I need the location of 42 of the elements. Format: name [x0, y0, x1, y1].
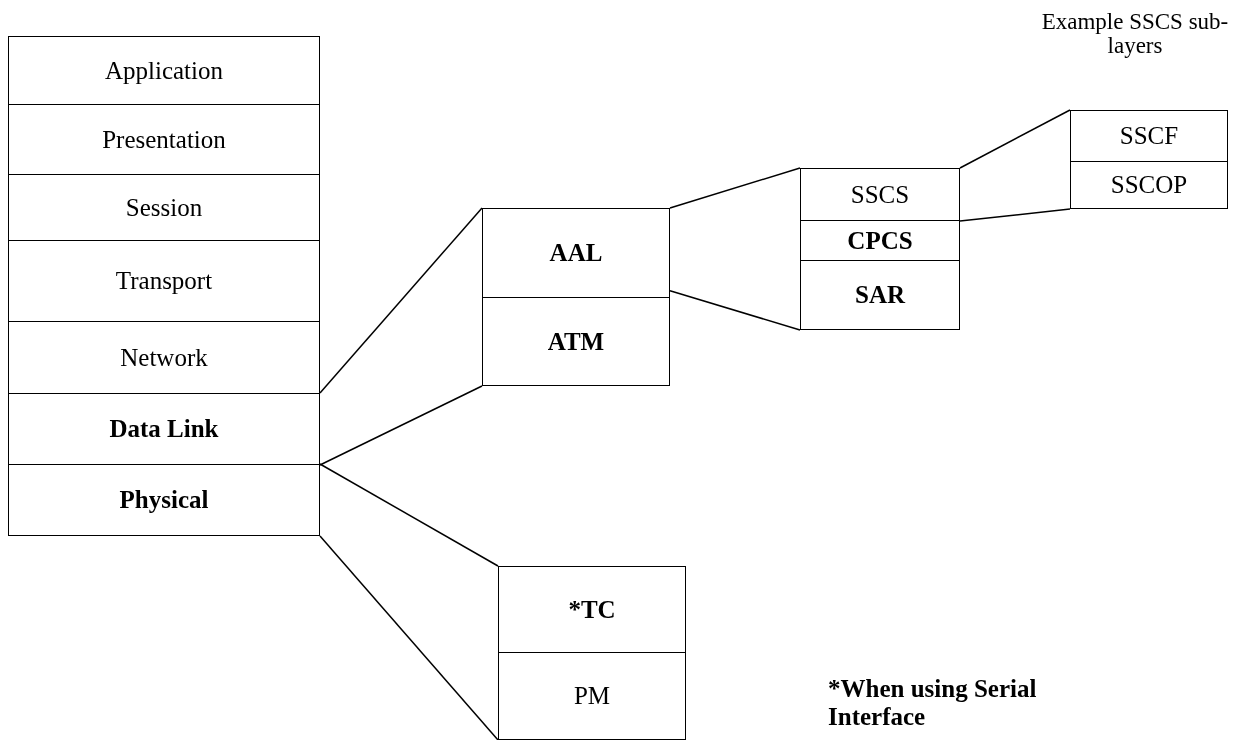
expansion-line: [319, 207, 483, 394]
layer-box: [1070, 110, 1228, 162]
layer-box: [8, 174, 320, 241]
layer-box: [800, 260, 960, 330]
layer-box: [8, 464, 320, 536]
layer-box: [8, 36, 320, 105]
layer-name: CPCS: [847, 226, 913, 255]
layer-box: [1070, 161, 1228, 209]
layer-name: Session: [125, 193, 203, 222]
layer-box: [8, 104, 320, 175]
layer-name: Presentation: [102, 125, 226, 154]
note: Example SSCS sub-layers: [1040, 10, 1230, 58]
expansion-line: [669, 167, 801, 209]
expansion-line: [319, 535, 499, 740]
layer-name: SSCS: [850, 180, 910, 209]
layer-name: Network: [120, 343, 208, 372]
layer-box: [800, 220, 960, 261]
layer-box: [482, 297, 670, 386]
layer-name: *TC: [568, 595, 616, 624]
layer-name: PM: [573, 682, 611, 710]
layer-name: SAR: [855, 281, 905, 309]
expansion-line: [319, 385, 483, 466]
layer-name: Data Link: [109, 415, 219, 443]
layer-box: [498, 566, 686, 653]
layer-box: [8, 321, 320, 394]
expansion-line: [959, 109, 1071, 169]
expansion-line: [319, 463, 499, 567]
layer-box: [498, 652, 686, 740]
layer-box: [800, 168, 960, 221]
layer-name: ATM: [547, 327, 605, 356]
layer-name: SSCF: [1119, 122, 1179, 150]
expansion-line: [669, 290, 801, 331]
layer-box: [8, 393, 320, 465]
layer-name: Physical: [119, 486, 209, 514]
layer-box: [482, 208, 670, 298]
layer-name: Application: [105, 56, 223, 85]
layer-name: SSCOP: [1110, 171, 1188, 199]
footnote: *When using Serial Interface: [828, 675, 1038, 731]
expansion-line: [959, 208, 1071, 222]
layer-name: Transport: [115, 267, 213, 295]
layer-box: [8, 240, 320, 322]
layer-name: AAL: [549, 239, 603, 267]
